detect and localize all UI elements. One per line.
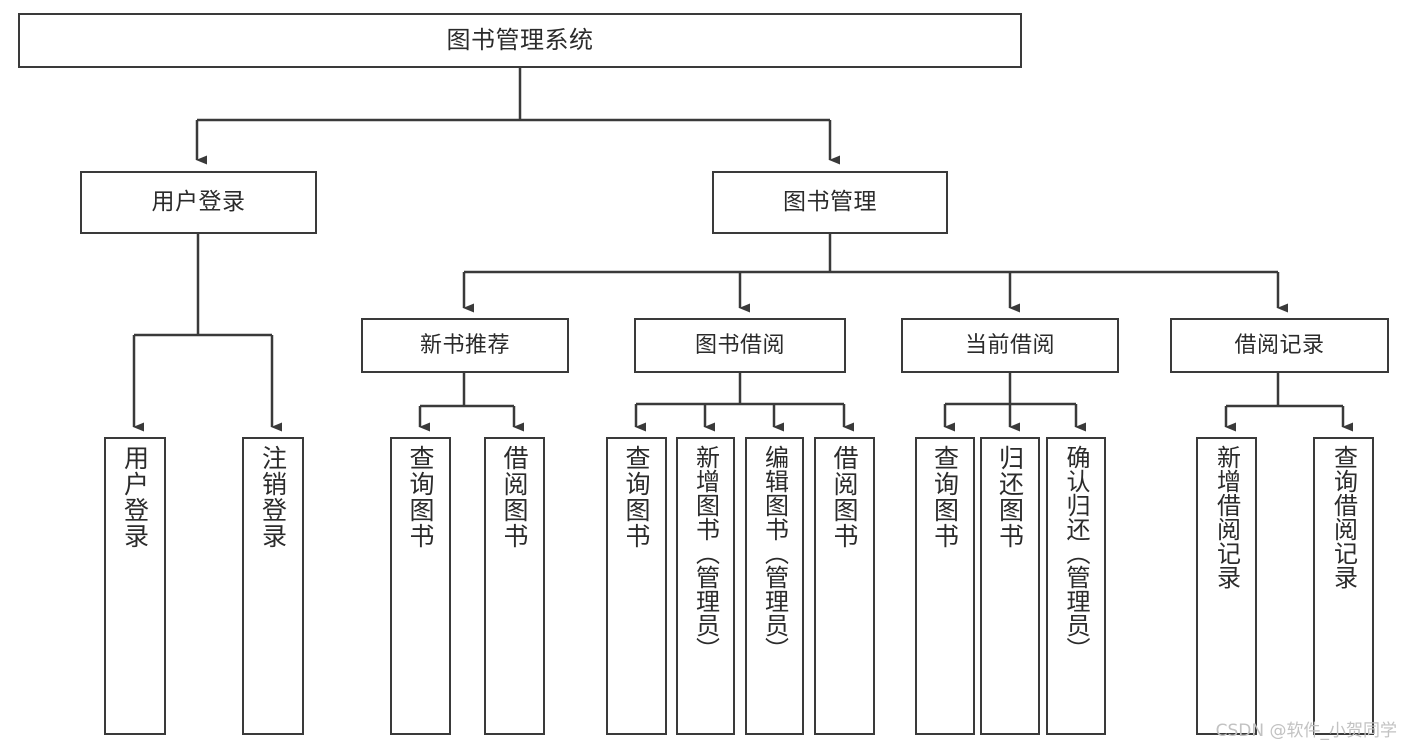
node-label: 图书借阅 [694, 332, 785, 358]
node-label: 当前借阅 [964, 332, 1055, 358]
node-label: 确认归还（管理员） [1062, 445, 1090, 661]
leaf-record-query-borrow-record[interactable]: 查询借阅记录 [1313, 437, 1374, 735]
node-book-borrow[interactable]: 图书借阅 [634, 318, 846, 373]
node-label: 新增图书（管理员） [691, 445, 720, 661]
leaf-current-query-book[interactable]: 查询图书 [915, 437, 975, 735]
leaf-current-confirm-return-admin[interactable]: 确认归还（管理员） [1046, 437, 1106, 735]
node-label: 图书管理系统 [446, 25, 594, 54]
leaf-borrow-borrow-book[interactable]: 借阅图书 [814, 437, 875, 735]
node-label: 查询图书 [622, 445, 651, 549]
node-label: 借阅记录 [1234, 332, 1325, 358]
node-label: 新书推荐 [419, 332, 510, 358]
leaf-borrow-query-book[interactable]: 查询图书 [606, 437, 667, 735]
csdn-watermark: CSDN @软件_小贺同学 [1215, 721, 1397, 741]
node-label: 借阅图书 [830, 445, 859, 549]
node-label: 查询图书 [930, 445, 960, 549]
node-label: 新增借阅记录 [1212, 445, 1241, 589]
node-label: 查询借阅记录 [1329, 445, 1358, 589]
node-label: 编辑图书（管理员） [760, 445, 789, 661]
leaf-borrow-edit-book-admin[interactable]: 编辑图书（管理员） [745, 437, 804, 735]
node-label: 图书管理 [783, 189, 877, 216]
leaf-current-return-book[interactable]: 归还图书 [980, 437, 1040, 735]
node-label: 归还图书 [995, 445, 1025, 549]
leaf-new-book-query-book[interactable]: 查询图书 [390, 437, 451, 735]
node-label: 用户登录 [151, 189, 246, 216]
node-label: 查询图书 [406, 445, 435, 549]
leaf-logout[interactable]: 注销登录 [242, 437, 304, 735]
node-label: 注销登录 [258, 445, 288, 549]
node-label: 借阅图书 [500, 445, 529, 549]
leaf-user-login[interactable]: 用户登录 [104, 437, 166, 735]
node-root-book-management-system[interactable]: 图书管理系统 [18, 13, 1022, 68]
node-label: 用户登录 [120, 445, 150, 549]
leaf-borrow-add-book-admin[interactable]: 新增图书（管理员） [676, 437, 735, 735]
leaf-record-add-borrow-record[interactable]: 新增借阅记录 [1196, 437, 1257, 735]
node-user-login[interactable]: 用户登录 [80, 171, 317, 234]
leaf-new-book-borrow-book[interactable]: 借阅图书 [484, 437, 545, 735]
node-current-borrow[interactable]: 当前借阅 [901, 318, 1119, 373]
node-book-management[interactable]: 图书管理 [712, 171, 948, 234]
node-new-book-recommendation[interactable]: 新书推荐 [361, 318, 569, 373]
node-borrow-record[interactable]: 借阅记录 [1170, 318, 1389, 373]
